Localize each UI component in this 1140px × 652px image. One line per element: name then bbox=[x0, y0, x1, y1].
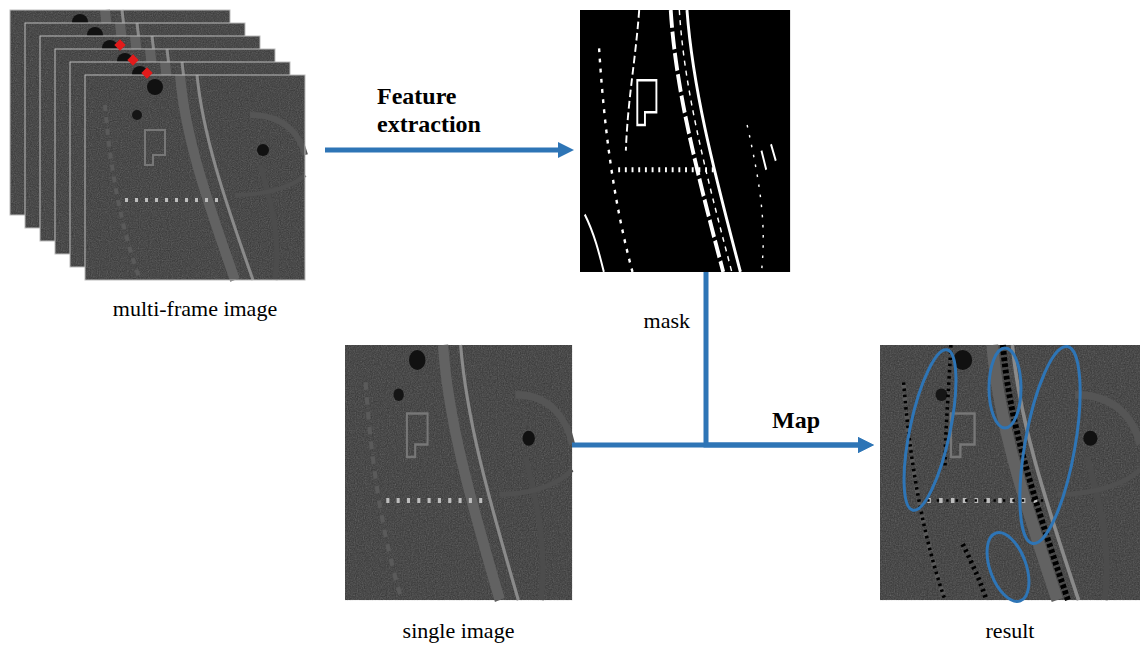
image-caption: multi-frame image bbox=[85, 296, 305, 321]
flow-arrow bbox=[325, 148, 558, 153]
tracked-point bbox=[141, 67, 152, 78]
image-panel: mask bbox=[580, 10, 790, 272]
image-panel: result bbox=[880, 345, 1140, 600]
image-caption: result bbox=[880, 618, 1140, 643]
image-caption: single image bbox=[345, 618, 572, 643]
image-panel: multi-frame image bbox=[10, 10, 305, 280]
highlight-ellipse bbox=[989, 348, 1021, 428]
flow-arrow bbox=[572, 443, 858, 448]
highlight-ellipse bbox=[1008, 342, 1092, 548]
edge-label: Feature extraction bbox=[375, 83, 519, 138]
flow-arrow bbox=[706, 272, 858, 445]
frame-stack bbox=[10, 10, 305, 280]
single-image bbox=[345, 345, 572, 600]
tracked-point bbox=[114, 39, 125, 50]
image-frame bbox=[85, 75, 305, 280]
mask-image bbox=[580, 10, 790, 272]
image-caption: mask bbox=[580, 308, 690, 333]
tracked-point bbox=[127, 54, 138, 65]
highlight-ellipse bbox=[979, 527, 1037, 607]
result-image bbox=[880, 342, 1140, 607]
highlight-ellipse bbox=[893, 346, 966, 515]
image-panel: single image bbox=[345, 345, 572, 600]
edge-label: Map bbox=[770, 407, 822, 435]
